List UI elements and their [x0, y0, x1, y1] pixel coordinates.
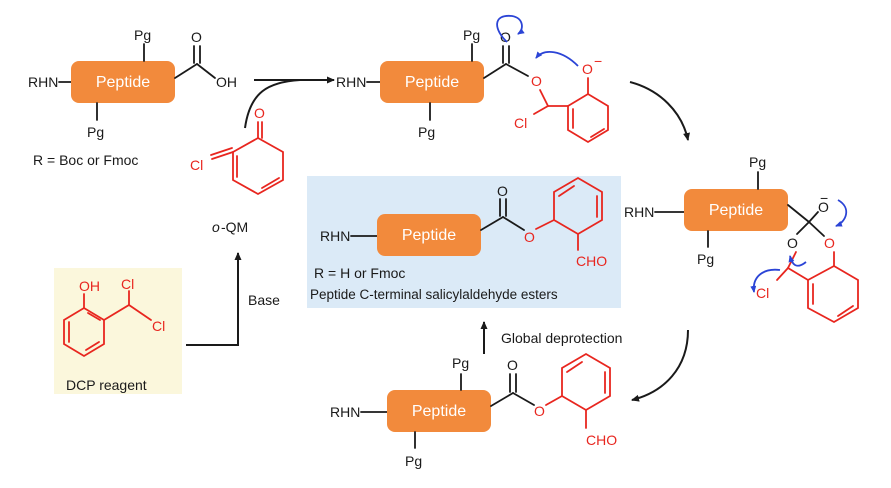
dcp-reagent: OH Cl Cl DCP reagent [63, 276, 165, 393]
final-product: RHN Peptide O O CHO R = H or Fmoc Peptid… [310, 176, 607, 302]
peptide-box [377, 214, 481, 256]
rhn-label: RHN [320, 228, 350, 244]
alkoxide-charge: − [820, 190, 828, 206]
rhn-label: RHN [28, 74, 58, 90]
chloro-ester-intermediate: RHN Peptide Pg Pg O O Cl O − [336, 27, 609, 144]
ester-o-label: O [531, 73, 542, 89]
rhn-label: RHN [330, 404, 360, 420]
electron-push-arrow [535, 51, 579, 67]
pg-label: Pg [418, 124, 435, 140]
peptide-box [387, 390, 491, 432]
r-boc-fmoc-note: R = Boc or Fmoc [33, 152, 138, 168]
rhn-label: RHN [336, 74, 366, 90]
peptide-box [380, 61, 484, 103]
cho-label: CHO [586, 432, 617, 448]
electron-push-arrow [496, 15, 525, 43]
oh-label: OH [216, 74, 237, 90]
carbonyl-o-label: O [500, 29, 511, 45]
reaction-arrow [629, 81, 690, 141]
alkoxide-o-label: O [818, 199, 829, 215]
base-label: Base [248, 292, 280, 308]
peptide-label: Peptide [405, 74, 459, 91]
product-caption: Peptide C-terminal salicylaldehyde ester… [310, 287, 558, 302]
cho-label: CHO [576, 253, 607, 269]
oqm-prefix: o [212, 219, 220, 235]
pg-label: Pg [452, 355, 469, 371]
intermediate-cl-label: Cl [514, 115, 527, 131]
peptide-box [684, 189, 788, 231]
phenoxide-o-label: O [582, 61, 593, 77]
electron-push-arrow [750, 268, 781, 293]
peptide-label: Peptide [709, 202, 763, 219]
intermediate-cl-label: Cl [756, 285, 769, 301]
ring-o-label: O [787, 235, 798, 251]
r-h-fmoc-note: R = H or Fmoc [314, 265, 405, 281]
dcp-reagent-panel [54, 268, 182, 394]
base-arrow [186, 252, 242, 346]
peptide-box [71, 61, 175, 103]
global-deprotection-label: Global deprotection [501, 330, 622, 346]
o-quinone-methide: O Cl o -QM [190, 105, 284, 235]
oqm-cl-label: Cl [190, 157, 203, 173]
oqm-addition-arrow [244, 79, 301, 129]
tetrahedral-intermediate: RHN Peptide Pg Pg O − O O Cl [624, 154, 859, 324]
reaction-arrow [631, 329, 689, 402]
ester-o-label: O [524, 229, 535, 245]
peptide-label: Peptide [96, 74, 150, 91]
peptide-label: Peptide [402, 227, 456, 244]
ester-o-label: O [534, 403, 545, 419]
electron-push-arrow [835, 199, 848, 227]
dcp-oh-label: OH [79, 278, 100, 294]
pg-label: Pg [749, 154, 766, 170]
dcp-cl-label: Cl [152, 318, 165, 334]
pg-label: Pg [463, 27, 480, 43]
peptide-label: Peptide [412, 403, 466, 420]
starting-peptide-acid: RHN Peptide Pg Pg O OH R = Boc or Fmoc [28, 27, 237, 168]
carbonyl-o-label: O [497, 183, 508, 199]
carbonyl-o-label: O [507, 357, 518, 373]
pg-label: Pg [697, 251, 714, 267]
oqm-o-label: O [254, 105, 265, 121]
phenoxide-charge: − [594, 53, 602, 69]
carbonyl-o-label: O [191, 29, 202, 45]
protected-salicylaldehyde-ester: RHN Peptide Pg Pg O O CHO [330, 352, 617, 469]
ring-o-label: O [824, 235, 835, 251]
electron-push-arrow [788, 255, 807, 267]
dcp-cl-label: Cl [121, 276, 134, 292]
oqm-suffix: -QM [221, 219, 248, 235]
pg-label: Pg [134, 27, 151, 43]
dcp-reagent-label: DCP reagent [66, 377, 147, 393]
rhn-label: RHN [624, 204, 654, 220]
pg-label: Pg [405, 453, 422, 469]
pg-label: Pg [87, 124, 104, 140]
